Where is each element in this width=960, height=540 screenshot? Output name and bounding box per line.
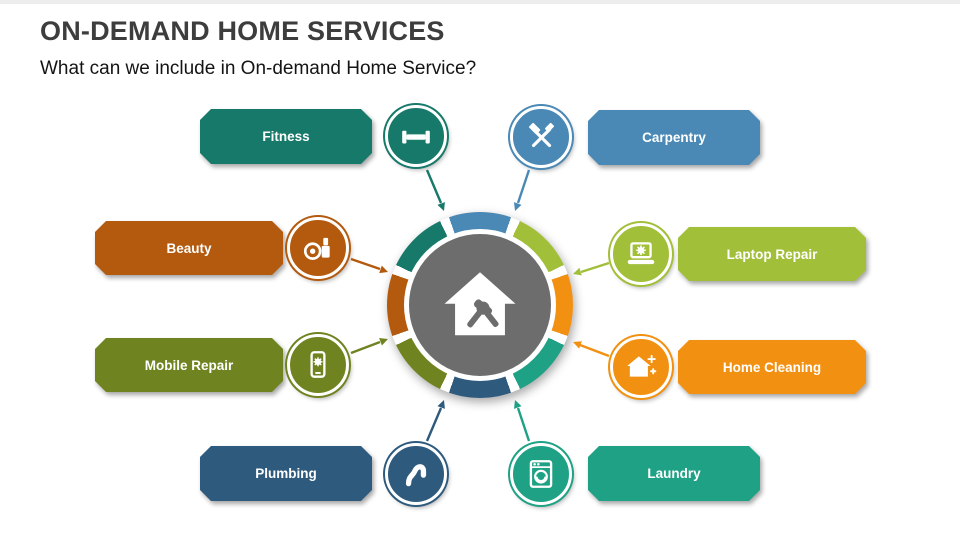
- arrow-laptop-repair: [573, 261, 610, 276]
- banner-laundry-label: Laundry: [647, 466, 701, 481]
- plumbing-badge: [385, 443, 447, 505]
- washing-machine-icon: [529, 460, 553, 488]
- dumbbell-icon: [402, 130, 430, 144]
- slide-top-edge: [0, 0, 960, 4]
- banner-carpentry: Carpentry: [588, 110, 760, 165]
- arrow-fitness: [425, 169, 445, 211]
- banner-fitness: Fitness: [200, 109, 372, 164]
- central-hub: [387, 212, 573, 398]
- banner-mobile-repair-shape: Mobile Repair: [95, 338, 283, 392]
- banner-laundry: Laundry: [588, 446, 760, 501]
- banner-laptop-repair: Laptop Repair: [678, 227, 866, 281]
- banner-beauty: Beauty: [95, 221, 283, 275]
- pipe-icon: [405, 464, 427, 487]
- arrow-mobile-repair: [350, 338, 388, 355]
- hammer-tools-icon: [529, 122, 554, 148]
- hub-center-circle: [404, 229, 556, 381]
- banner-fitness-label: Fitness: [262, 129, 310, 144]
- beauty-badge: [287, 217, 349, 279]
- arrow-beauty: [350, 257, 388, 274]
- banner-home-cleaning-shape: Home Cleaning: [678, 340, 866, 394]
- banner-laptop-repair-label: Laptop Repair: [726, 246, 818, 262]
- banner-mobile-repair: Mobile Repair: [95, 338, 283, 392]
- banner-carpentry-label: Carpentry: [642, 130, 706, 145]
- banner-plumbing-shape: Plumbing: [200, 446, 372, 501]
- banner-laptop-repair-shape: Laptop Repair: [678, 227, 866, 281]
- banner-home-cleaning-label: Home Cleaning: [722, 359, 822, 375]
- house-with-tools-icon: [444, 272, 516, 336]
- laptop-repair-badge: [610, 223, 672, 285]
- cosmetics-icon: [303, 237, 330, 260]
- page-title: ON-DEMAND HOME SERVICES: [40, 16, 445, 46]
- arrow-carpentry: [514, 169, 531, 211]
- banner-laundry-shape: Laundry: [588, 446, 760, 501]
- laundry-badge: [510, 443, 572, 505]
- page-subtitle: What can we include in On-demand Home Se…: [40, 58, 477, 79]
- arrow-home-cleaning: [573, 341, 610, 358]
- banner-beauty-label: Beauty: [166, 240, 212, 256]
- phone-gear-icon: [310, 351, 326, 378]
- banner-mobile-repair-label: Mobile Repair: [144, 357, 234, 373]
- banner-carpentry-shape: Carpentry: [588, 110, 760, 165]
- house-sparkle-icon: [627, 354, 657, 377]
- arrow-plumbing: [425, 400, 445, 442]
- mobile-repair-badge: [287, 334, 349, 396]
- laptop-gear-icon: [627, 242, 655, 265]
- banner-fitness-shape: Fitness: [200, 109, 372, 164]
- arrow-laundry: [514, 400, 531, 442]
- banner-plumbing: Plumbing: [200, 446, 372, 501]
- banner-beauty-shape: Beauty: [95, 221, 283, 275]
- carpentry-badge: [510, 106, 572, 168]
- banner-plumbing-label: Plumbing: [255, 466, 317, 481]
- banner-home-cleaning: Home Cleaning: [678, 340, 866, 394]
- home-cleaning-badge: [610, 336, 672, 398]
- fitness-badge: [385, 105, 447, 167]
